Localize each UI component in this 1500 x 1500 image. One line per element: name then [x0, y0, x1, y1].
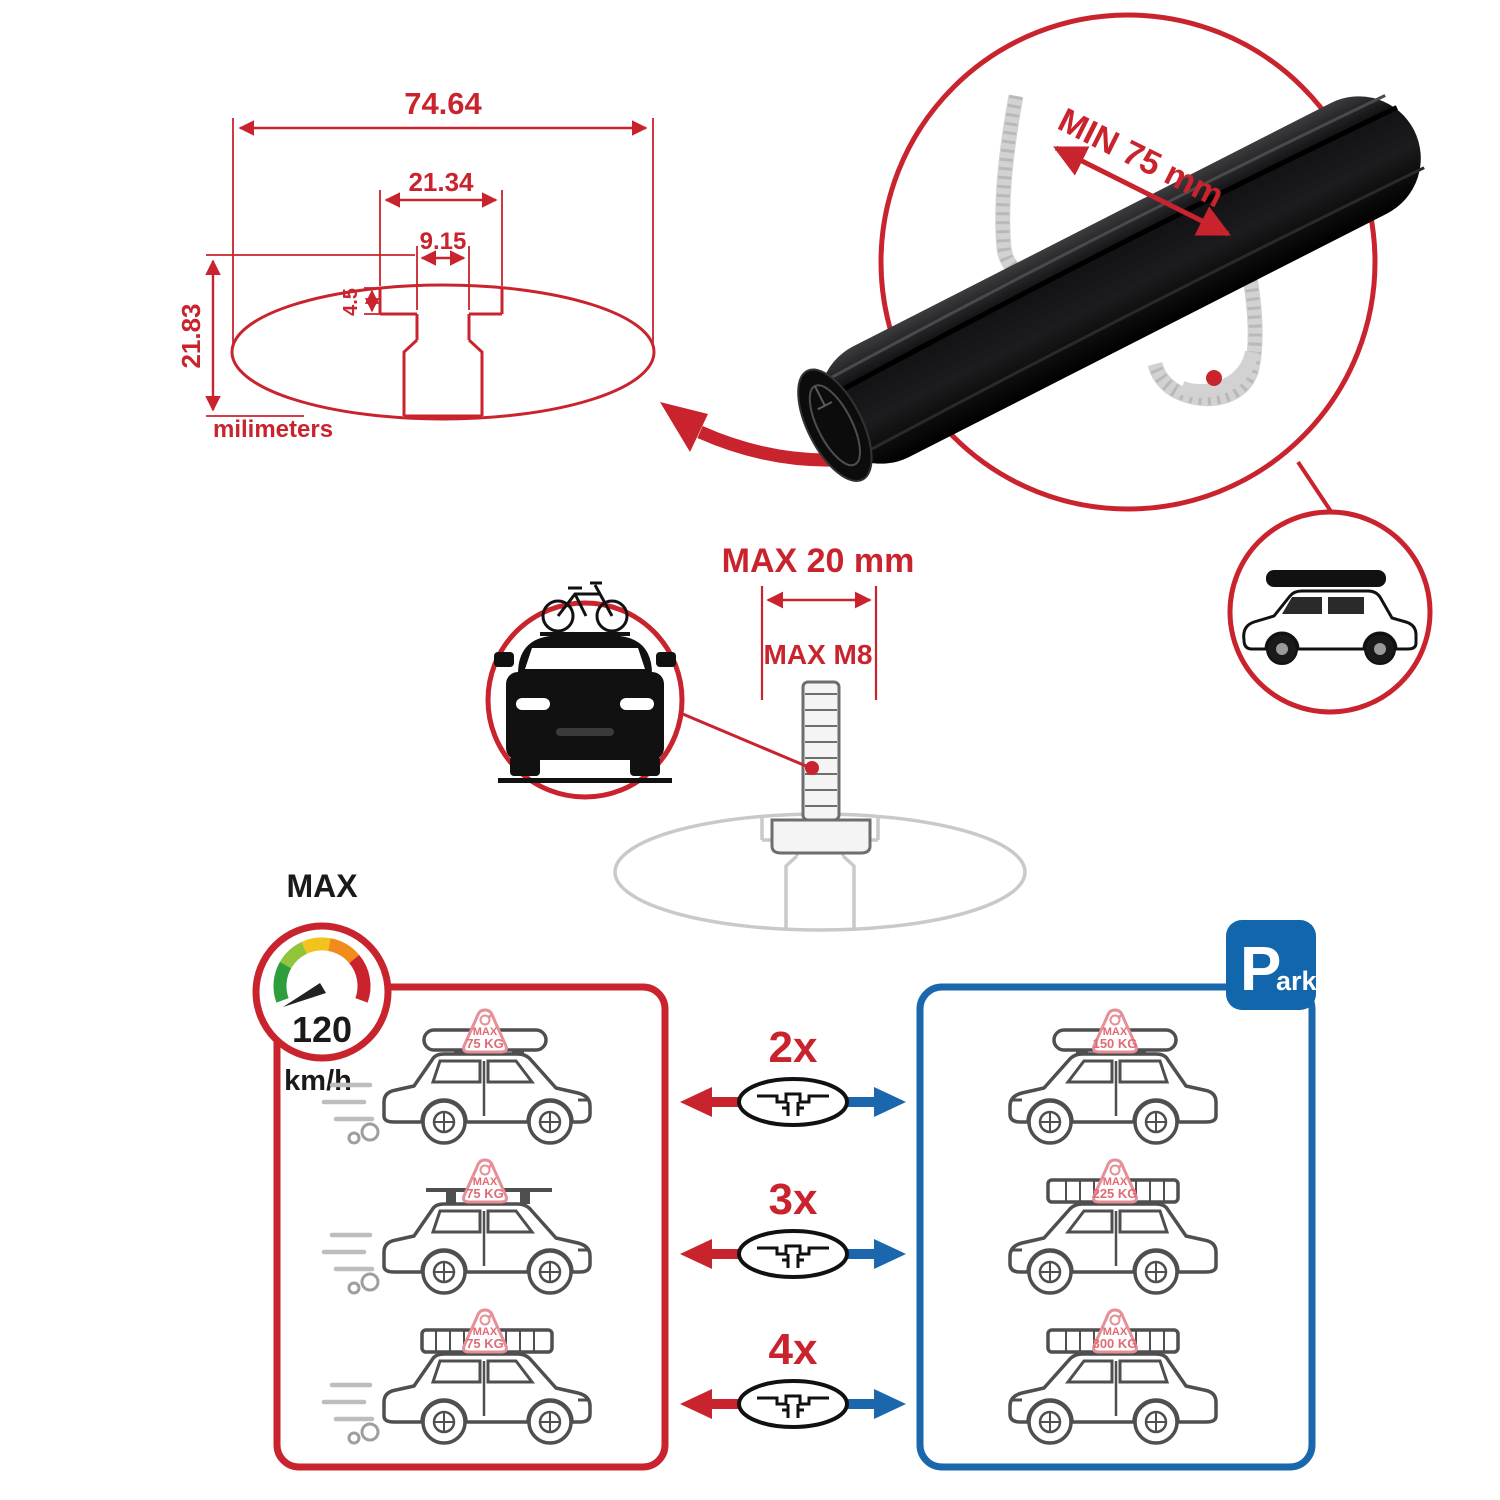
load-tag-title: MAX	[1103, 1176, 1128, 1188]
dim-step-depth: 4.5	[340, 288, 362, 316]
park-sign: P ark	[1226, 920, 1318, 1010]
dim-total-height: 21.83	[176, 303, 206, 368]
crossbar-qty-rows: 2x 3x 4x	[680, 1023, 906, 1427]
load-tag-value: 150 KG	[1093, 1036, 1138, 1051]
fixing-point-dot	[1206, 370, 1222, 386]
speed-limit-gauge: MAX 120 km/h	[252, 868, 392, 1097]
dim-total-width: 74.64	[404, 86, 482, 121]
load-tag-value: 75 KG	[466, 1336, 504, 1351]
parked-car-row: MAX 150 KG	[1008, 1008, 1218, 1145]
bolt-max-thread-label: MAX M8	[764, 639, 873, 670]
dim-channel-width: 21.34	[408, 167, 474, 197]
load-tag-value: 75 KG	[466, 1186, 504, 1201]
qty-label: 4x	[769, 1325, 818, 1374]
driving-car-row: MAX 75 KG	[324, 1308, 592, 1443]
crossbar-image	[797, 94, 1425, 482]
load-tag-title: MAX	[473, 1176, 498, 1188]
qty-label: 3x	[769, 1175, 818, 1224]
u-bolt-strap	[1179, 350, 1259, 398]
load-tag-title: MAX	[473, 1026, 498, 1038]
t-bolt-icon	[770, 680, 872, 855]
qty-label: 2x	[769, 1023, 818, 1072]
park-rest: ark	[1276, 966, 1318, 996]
car-front-bike-icon	[494, 581, 676, 783]
crossbar-detail-circle: MIN 75 mm	[797, 12, 1425, 512]
load-tag-value: 75 KG	[466, 1036, 504, 1051]
dim-slot-width: 9.15	[420, 228, 467, 255]
speed-max-label: MAX	[286, 868, 358, 904]
parked-car-row: MAX 225 KG	[1008, 1158, 1218, 1295]
load-tag-value: 225 KG	[1093, 1186, 1138, 1201]
suv-roofbox-circle	[1227, 509, 1433, 715]
speed-unit: km/h	[284, 1065, 352, 1097]
load-tag-value: 300 KG	[1093, 1336, 1138, 1351]
bolt-diagram: MAX 20 mm MAX M8	[485, 542, 1027, 932]
t-slot-profile	[378, 288, 504, 418]
speed-value: 120	[292, 1009, 352, 1050]
car-bike-circle	[485, 581, 685, 800]
cross-section-diagram: 74.64 21.34 9.15 4.5 21.83 milimeters	[176, 86, 656, 443]
load-tag-title: MAX	[1103, 1326, 1128, 1338]
units-label: milimeters	[213, 416, 333, 443]
driving-car-row: MAX 75 KG	[324, 1008, 592, 1143]
gauge-arcs	[273, 937, 371, 1003]
parked-car-row: MAX 300 KG	[1008, 1308, 1218, 1445]
load-tag-title: MAX	[1103, 1026, 1128, 1038]
park-letter: P	[1240, 935, 1281, 1004]
bolt-dot	[805, 761, 819, 775]
driving-car-row: MAX 75 KG	[324, 1158, 592, 1293]
suv-roofbox-icon	[1242, 570, 1418, 665]
bolt-leader-line	[677, 710, 807, 768]
gauge-needle	[283, 983, 326, 1007]
bolt-max-width-label: MAX 20 mm	[722, 542, 915, 580]
load-tag-title: MAX	[473, 1326, 498, 1338]
